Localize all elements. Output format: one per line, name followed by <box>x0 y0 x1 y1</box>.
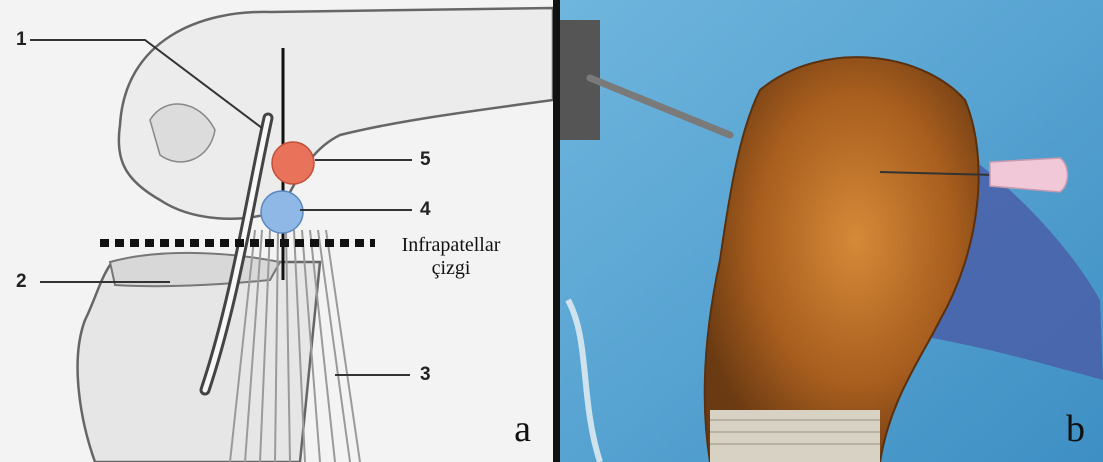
panel-a-illustration: 1 2 3 4 5 Infrapatellar çizgi a <box>0 0 553 462</box>
knee-anatomy-drawing <box>0 0 553 462</box>
panel-divider <box>553 0 560 462</box>
infrapatellar-label-line1: Infrapatellar <box>385 234 517 257</box>
bandage <box>710 410 880 462</box>
portal-marker-4 <box>261 191 303 233</box>
infrapatellar-label-line2: çizgi <box>385 257 517 280</box>
callout-5: 5 <box>420 150 431 169</box>
portal-marker-5 <box>272 142 314 184</box>
panel-b-photo: b <box>560 0 1103 462</box>
infrapatellar-line-label: Infrapatellar çizgi <box>385 234 517 280</box>
panel-a-letter: a <box>514 410 531 448</box>
callout-4: 4 <box>420 200 431 219</box>
callout-3: 3 <box>420 365 431 384</box>
needle-hub <box>990 158 1068 192</box>
surgical-knee-photo <box>560 0 1103 462</box>
callout-2: 2 <box>16 272 27 291</box>
callout-1: 1 <box>16 30 27 49</box>
panel-b-letter: b <box>1066 410 1085 448</box>
